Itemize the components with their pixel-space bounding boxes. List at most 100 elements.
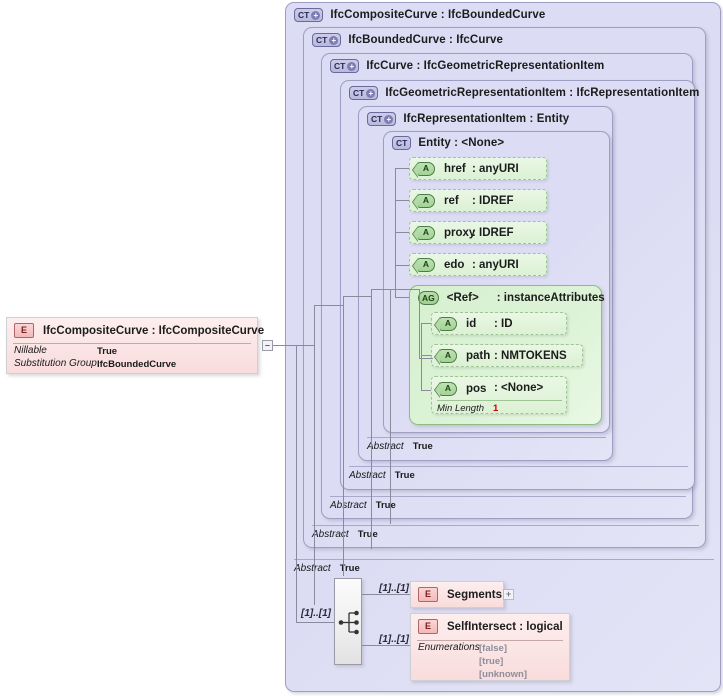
connector-entity-ref [395,200,409,201]
abstract-label: Abstract [312,529,349,540]
complextype-header-5: CT Entity : <None> [392,136,504,150]
attribute-icon: A [412,161,435,178]
attribute-node-href[interactable]: A href : anyURI [409,157,547,180]
connector-main-horizontal [273,345,314,346]
cardinality-segments: [1]..[1] [379,583,409,594]
attributegroup-header: AG <Ref> : instanceAttributes [418,291,605,305]
complextype-icon: CT [392,136,412,150]
element-icon: E [418,587,438,602]
property-value-enumeration-true: [true] [479,656,504,667]
element-box-ifccompositecurve[interactable]: E IfcCompositeCurve : IfcCompositeCurve … [6,317,264,374]
connector-ag-entry-vertical [419,289,420,358]
attribute-node-ref[interactable]: A ref : IDREF [409,189,547,212]
facet-value: 1 [493,403,499,414]
attribute-node-edo[interactable]: A edo : anyURI [409,253,547,276]
abstract-value: True [357,529,378,540]
connector-ag-spine [421,323,422,390]
property-value-nillable: True [97,346,118,357]
complextype-icon: CT+ [312,33,342,47]
complextype-header-0: CT+ IfcCompositeCurve : IfcBoundedCurve [294,8,545,22]
connector-branch-selfintersect [362,645,410,646]
expand-toggle-segments[interactable]: + [503,589,514,600]
cardinality-selfintersect: [1]..[1] [379,634,409,645]
element-icon: E [14,323,34,338]
connector-trunk-outer-top [296,345,314,346]
sequence-compositor[interactable] [334,578,362,665]
complextype-title: IfcCompositeCurve : IfcBoundedCurve [330,9,546,21]
attribute-facet-minlength: Min Length 1 [437,400,562,414]
property-value-substitution-group: IfcBoundedCurve [97,359,177,370]
connector-entity-proxy [395,232,409,233]
connector-spine-d [390,289,391,524]
attribute-node-proxy[interactable]: A proxy : IDREF [409,221,547,244]
attribute-name: href [444,162,466,175]
element-header: E SelfIntersect : logical [418,619,563,634]
abstract-value: True [394,470,415,481]
connector-ag-entry-horizontal [419,358,433,359]
abstract-footer-1: Abstract True [312,525,699,542]
connector-entity-href [395,168,409,169]
complextype-icon: CT+ [294,8,324,22]
attribute-type: : IDREF [472,195,514,207]
complextype-title: IfcRepresentationItem : Entity [403,113,570,125]
attribute-name: proxy [444,226,476,239]
complextype-icon: CT+ [349,86,379,100]
abstract-label: Abstract [330,500,367,511]
connector-spine-c [371,289,372,549]
connector-entity-spine [395,168,396,298]
attribute-node-id[interactable]: A id : ID [431,312,567,335]
complextype-icon: CT+ [367,112,397,126]
abstract-label: Abstract [294,563,331,574]
connector-ag-path [421,355,435,356]
property-value-enumeration-unknown: [unknown] [479,669,528,680]
connector-ag-pos [421,390,435,391]
element-separator [13,343,251,344]
complextype-header-1: CT+ IfcBoundedCurve : IfcCurve [312,33,503,47]
attribute-node-path[interactable]: A path : NMTOKENS [431,344,583,367]
element-title: Segments [447,588,502,601]
attribute-type: : anyURI [472,259,519,271]
connector-trunk-outer [296,345,297,622]
element-title: SelfIntersect : logical [447,620,563,633]
attribute-name: edo [444,258,465,271]
abstract-label: Abstract [367,441,404,452]
complextype-title: IfcGeometricRepresentationItem : IfcRepr… [385,87,700,99]
facet-label: Min Length [437,403,485,414]
attribute-type: : NMTOKENS [494,350,567,362]
attribute-name: ref [444,194,459,207]
connector-level-3-horizontal [371,289,419,290]
collapse-toggle-ifccompositecurve[interactable]: – [262,340,273,351]
attribute-icon: A [412,193,435,210]
abstract-value: True [375,500,396,511]
complextype-header-4: CT+ IfcRepresentationItem : Entity [367,112,569,126]
element-title: IfcCompositeCurve : IfcCompositeCurve [43,324,265,337]
connector-entity-ref-group [395,297,409,298]
attribute-icon: A [412,257,435,274]
attribute-icon: A [412,225,435,242]
complextype-icon: CT+ [330,59,360,73]
element-header: E Segments [418,587,502,602]
property-label-nillable: Nillable [14,345,47,356]
connector-entity-edo [395,265,409,266]
abstract-label: Abstract [349,470,386,481]
connector-level-2-horizontal [343,296,371,297]
complextype-header-3: CT+ IfcGeometricRepresentationItem : Ifc… [349,86,699,100]
element-box-selfintersect[interactable]: E SelfIntersect : logical Enumerations [… [410,613,570,681]
attribute-icon: A [434,381,457,398]
element-box-segments[interactable]: E Segments [410,581,504,608]
complextype-title: Entity : <None> [418,137,505,149]
attributegroup-icon: AG [418,291,439,305]
property-label-substitution-group: Substitution Group [14,358,97,369]
attribute-name: path [466,349,491,362]
attribute-type: : <None> [494,382,544,394]
abstract-value: True [339,563,360,574]
complextype-title: IfcCurve : IfcGeometricRepresentationIte… [366,60,605,72]
cardinality-sequence-incoming: [1]..[1] [301,608,331,619]
property-value-enumeration-false: [false] [479,643,507,654]
connector-ag-id [421,323,435,324]
attribute-name: id [466,317,477,330]
property-label-enumerations: Enumerations [418,642,480,653]
abstract-footer-2: Abstract True [330,496,686,513]
